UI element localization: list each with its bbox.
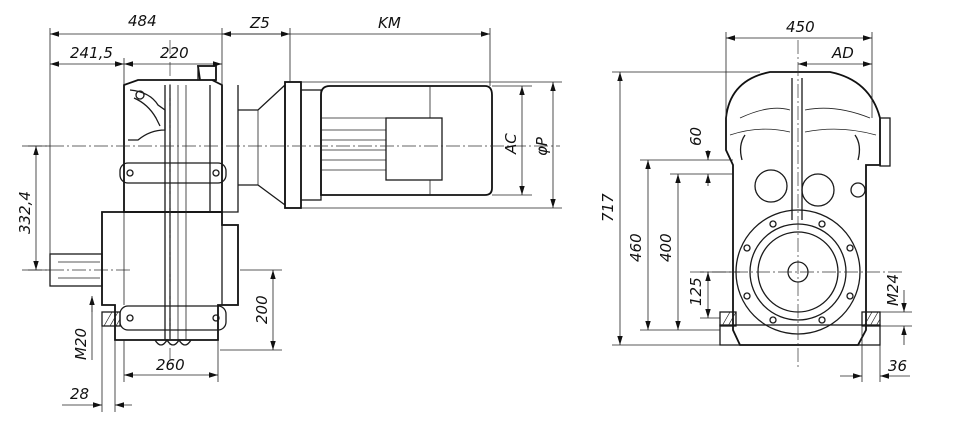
dim-125 [700,271,740,319]
dim-220 [124,28,223,85]
dim-z5 [222,28,291,82]
dim-label-400: 400 [657,233,675,262]
dim-label-ac: AC [502,133,520,155]
motor [284,81,493,209]
dim-460 [640,159,733,331]
dim-label-z5: Z5 [249,14,270,32]
upper-foot-bar [119,162,227,184]
dim-200 [220,269,282,351]
dim-label-241: 241,5 [70,44,113,62]
lower-foot-bar [119,305,227,346]
front-view: 450 AD 717 460 400 125 60 M24 36 [599,18,912,382]
dim-label-450: 450 [786,18,815,36]
dim-label-ad: AD [831,44,854,62]
motor-adapter [222,83,286,213]
dim-label-200: 200 [253,295,271,324]
side-view: 484 241,5 220 Z5 KM 332,4 AC φP 200 260 … [16,12,562,412]
dim-label-36: 36 [888,357,907,375]
dim-332 [22,145,50,271]
dim-label-60: 60 [687,127,705,146]
dim-label-km: KM [378,14,401,32]
side-threaded-hole [101,311,121,327]
dim-36 [840,326,910,382]
dim-ac [492,85,532,196]
front-upper-hole-left [754,169,788,203]
dim-label-484: 484 [128,12,157,30]
gearbox-upper-body [123,65,223,340]
dim-400 [670,173,733,330]
dim-label-m24: M24 [884,274,902,306]
dim-241 [50,58,125,85]
front-housing [725,71,881,346]
dim-label-332: 332,4 [16,191,34,234]
dim-label-260: 260 [156,356,185,374]
dim-label-125: 125 [687,277,705,306]
front-threaded-hole-left [719,311,737,327]
dim-28 [62,326,132,412]
gearbox-lower-body [101,211,239,341]
dim-717 [612,71,760,346]
dim-label-m20: M20 [72,328,90,360]
dim-label-phi-p: φP [533,136,551,156]
dim-label-717: 717 [599,193,617,222]
dim-484 [49,28,491,255]
dim-m24 [880,290,912,345]
dim-phi-p [301,81,562,209]
front-threaded-hole-right [861,311,881,327]
dim-label-220: 220 [160,44,189,62]
dim-260 [123,340,219,382]
dim-450 [725,32,873,118]
dim-label-28: 28 [70,385,89,403]
front-upper-hole-right [801,173,835,207]
dim-label-460: 460 [627,233,645,262]
